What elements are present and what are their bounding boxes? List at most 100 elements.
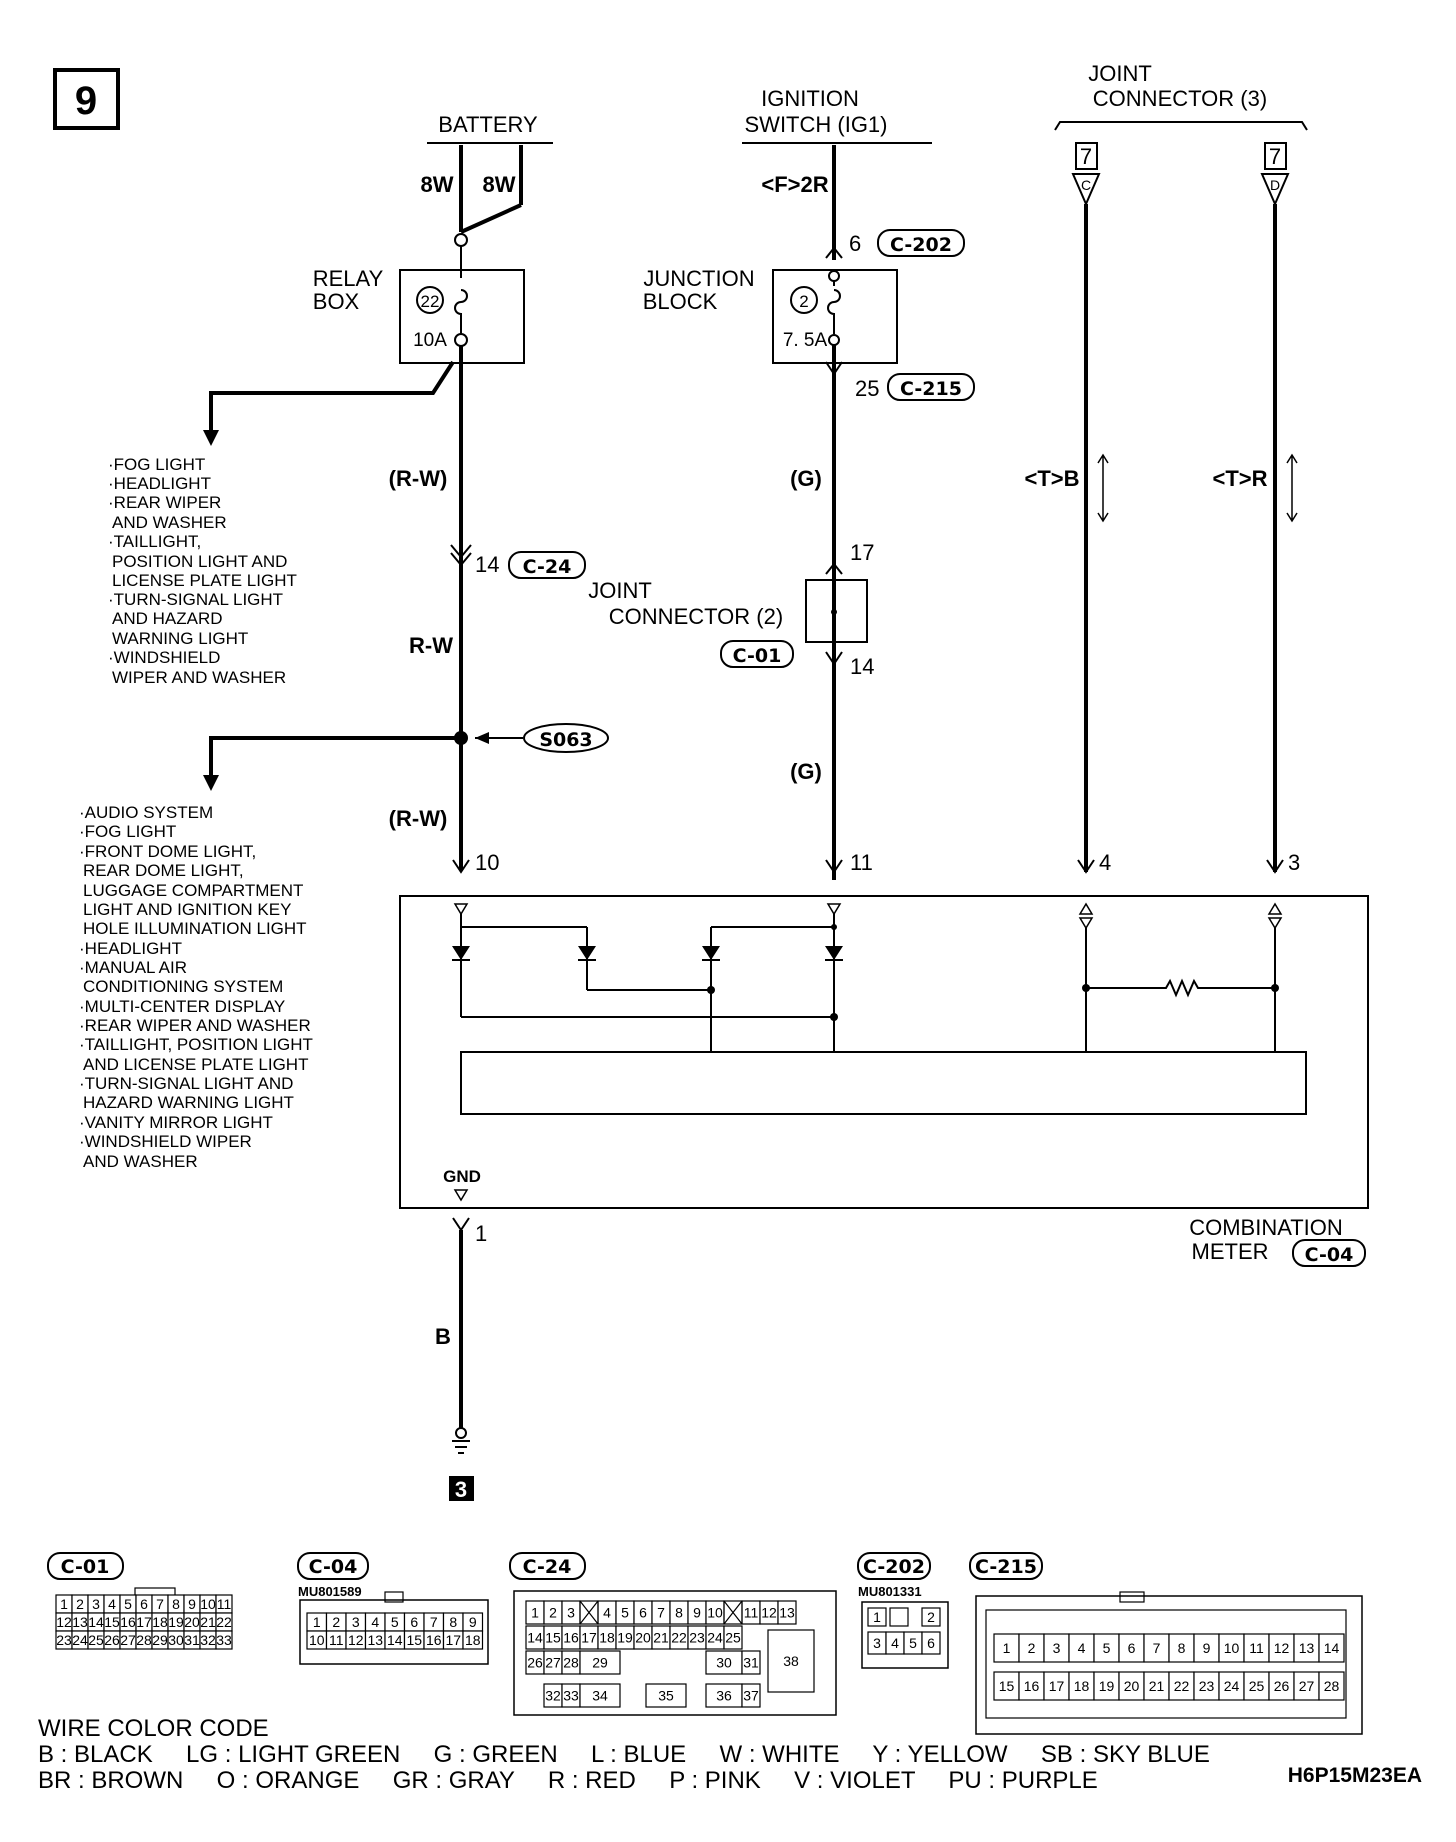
connector-pin: 28: [1324, 1678, 1340, 1694]
page-number: 9: [75, 79, 97, 123]
connector-pin: 1: [873, 1609, 881, 1625]
connector-pin: 26: [1274, 1678, 1290, 1694]
connector-pin: 8: [172, 1596, 180, 1612]
connector-pin: 21: [200, 1614, 216, 1630]
svg-text:C-24: C-24: [523, 556, 572, 578]
joint3-pin-c-icon: [1071, 173, 1101, 207]
connector-pin: 15: [406, 1632, 422, 1648]
connector-pin: 18: [152, 1614, 168, 1630]
fuse-2-circle: [790, 286, 818, 314]
connector-pin: 11: [744, 1605, 759, 1621]
fuse-22-icon: [454, 246, 468, 334]
connector-pin: 20: [635, 1630, 651, 1646]
connector-pin: 34: [592, 1688, 608, 1704]
wire-rw-2: R-W: [409, 633, 453, 658]
c24-pin: 14: [475, 552, 499, 577]
connector-pin: 12: [761, 1605, 777, 1621]
connector-pin: 9: [693, 1605, 701, 1621]
diode-icon-4: [825, 946, 843, 960]
connector-pin: 17: [445, 1632, 461, 1648]
meter-internal-circuit: [452, 914, 1279, 1052]
connector-pin: 8: [675, 1605, 683, 1621]
connector-pin: 38: [783, 1653, 799, 1669]
wire-color-code-line2: BR : BROWN O : ORANGE GR : GRAY R : RED …: [38, 1767, 1098, 1794]
connector-pin: 2: [549, 1605, 557, 1621]
c24-connector-icon: [450, 544, 472, 567]
c202-face-label: C-202: [863, 1556, 925, 1578]
connector-pin: 11: [1249, 1640, 1264, 1656]
wire-b: B: [435, 1324, 451, 1349]
connector-pin: 4: [371, 1614, 379, 1630]
wire-rw-3: (R-W): [389, 806, 448, 831]
connector-pin: 7: [657, 1605, 665, 1621]
connector-pin: 22: [1174, 1678, 1190, 1694]
diode-icon: [452, 946, 470, 960]
connector-pin: 7: [1153, 1640, 1161, 1656]
connector-pin: 22: [216, 1614, 232, 1630]
ground-number-box: [449, 1476, 474, 1501]
joint3-line1: JOINT: [1088, 61, 1152, 86]
connector-pin: 9: [1203, 1640, 1211, 1656]
svg-text:C-01: C-01: [733, 645, 782, 667]
svg-text:C-04: C-04: [1305, 1244, 1354, 1266]
fuse-2-icon: [827, 281, 841, 334]
connector-pin: 27: [545, 1655, 561, 1671]
ground-icon: [452, 1427, 470, 1454]
connector-pin: 6: [1128, 1640, 1136, 1656]
svg-text:C-215: C-215: [900, 378, 962, 400]
connector-pin: 26: [104, 1632, 120, 1648]
connector-pin: 19: [1099, 1678, 1115, 1694]
connector-pin: 5: [621, 1605, 629, 1621]
svg-text:S063: S063: [539, 729, 592, 751]
connector-pin: 20: [184, 1614, 200, 1630]
connector-pin: 3: [352, 1614, 360, 1630]
connector-pin: 19: [168, 1614, 184, 1630]
connector-pin: 14: [88, 1614, 104, 1630]
c01-conn-badge: [720, 640, 794, 668]
connector-pin: 1: [1003, 1640, 1011, 1656]
connector-pin: 13: [72, 1614, 88, 1630]
wire-tr: <T>R: [1212, 466, 1267, 491]
wire-tb: <T>B: [1024, 466, 1079, 491]
connector-pin: 15: [104, 1614, 120, 1630]
c202-conn-badge: [877, 229, 965, 257]
shield-arrow-icon-2: [1286, 453, 1298, 523]
connector-pin: 16: [426, 1632, 442, 1648]
connector-pin: 16: [120, 1614, 136, 1630]
fuse-22-circle: [416, 286, 444, 314]
combination-meter-box: [399, 895, 1369, 1209]
wire-g-1: (G): [790, 466, 822, 491]
connector-pin: 26: [527, 1655, 543, 1671]
connector-pin: 8: [449, 1614, 457, 1630]
meter-pin-3: 3: [1288, 850, 1300, 875]
connector-pin: 32: [545, 1688, 561, 1704]
connector-pin: 16: [563, 1630, 579, 1646]
connector-pin: 21: [653, 1630, 669, 1646]
relay-branch-line: [209, 360, 455, 430]
connector-pin: 16: [1024, 1678, 1040, 1694]
connector-pin: 8: [1178, 1640, 1186, 1656]
connector-pin: 23: [689, 1630, 705, 1646]
splice-badge: [523, 723, 609, 753]
connector-pin: 29: [152, 1632, 168, 1648]
connector-pin: 4: [603, 1605, 611, 1621]
c215-conn-badge: [887, 373, 975, 401]
meter-display-block: [460, 1051, 1307, 1115]
wire-g-2: (G): [790, 759, 822, 784]
connector-pin: 17: [136, 1614, 152, 1630]
connector-pin: 2: [332, 1614, 340, 1630]
connector-pin: 14: [527, 1630, 543, 1646]
connector-pin: 3: [873, 1635, 881, 1651]
connector-pin: 9: [469, 1614, 477, 1630]
connector-pin: 17: [581, 1630, 597, 1646]
connector-pin: 31: [184, 1632, 200, 1648]
connector-pin: 6: [639, 1605, 647, 1621]
joint3-line2: CONNECTOR (3): [1093, 86, 1267, 111]
connector-pin: 30: [716, 1655, 732, 1671]
connector-pin: 11: [217, 1596, 232, 1612]
connector-pin: 10: [309, 1632, 325, 1648]
